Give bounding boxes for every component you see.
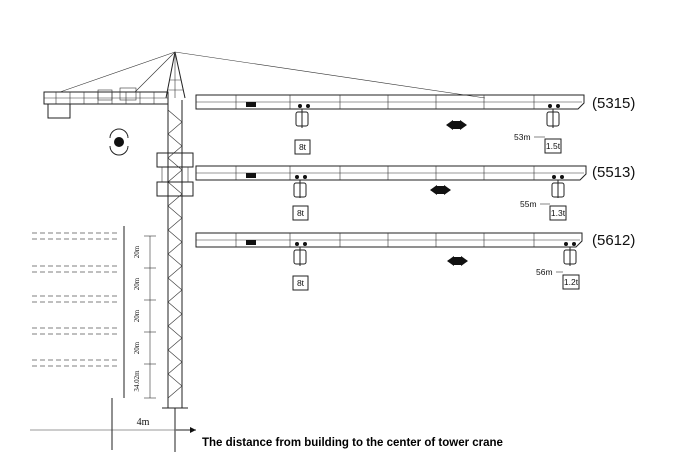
max-load-label: 8t [297, 278, 305, 288]
max-load-label: 8t [297, 208, 305, 218]
distance-label: 4m [137, 417, 150, 428]
height-segment-label: 20m [133, 245, 141, 258]
radius-label: 56m [536, 267, 553, 277]
height-segment-label: 20m [133, 277, 141, 290]
model-label-5315: (5315) [592, 95, 635, 112]
model-label-5612: (5612) [592, 232, 635, 249]
trolley-direction-icon [446, 120, 467, 130]
tip-load-label: 1.3t [551, 208, 566, 218]
tip-load-label: 1.2t [564, 277, 579, 287]
distance-dimension: 4m [30, 417, 196, 433]
model-label-5513: (5513) [592, 164, 635, 181]
trolley-direction-icon [447, 256, 468, 266]
slewing-rotate-icon [109, 128, 129, 156]
radius-label: 55m [520, 199, 537, 209]
tower-head [59, 51, 486, 99]
caption: The distance from building to the center… [202, 437, 503, 449]
tip-load-label: 1.5t [546, 141, 561, 151]
jib-5513: 8t 1.3t 55m (5513) [195, 164, 635, 221]
height-segment-label: 20m [133, 341, 141, 354]
radius-label: 53m [514, 132, 531, 142]
jib-5315: 8t 1.5t 53m (5315) [195, 94, 635, 155]
height-dimension: 20m 20m 20m 20m 34.02m [133, 235, 156, 399]
jib-5612: 8t 1.2t 56m (5612) [195, 232, 635, 291]
counter-jib [43, 87, 169, 119]
height-segment-label: 34.02m [133, 370, 141, 392]
max-load-label: 8t [299, 142, 307, 152]
building-floor-lines [32, 226, 125, 450]
height-segment-label: 20m [133, 309, 141, 322]
tower-mast [156, 100, 194, 408]
trolley-direction-icon [430, 185, 451, 195]
